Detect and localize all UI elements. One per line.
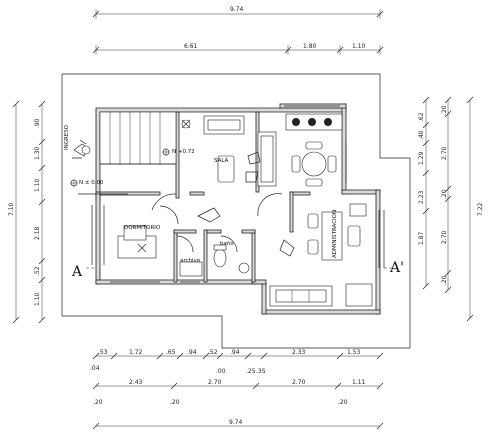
dim-bottom-5: .52 — [208, 349, 218, 356]
office-furniture — [279, 203, 367, 261]
dim-bottom2-1: 2.43 — [129, 379, 143, 386]
bottom-dimension-chain: .53 1.72 .65 .94 .52 .94 2.33 1.53 .04 .… — [90, 349, 384, 430]
dim-note-4: .35 — [256, 368, 266, 375]
dim-bottom2-2: 2.70 — [208, 379, 222, 386]
dim-left-3: 1.10 — [34, 178, 41, 192]
dim-right-5: 1.87 — [418, 231, 425, 245]
lounge-sofa — [269, 283, 373, 307]
dim-left-1: .90 — [34, 118, 41, 128]
label-dormitorio: DORMITORIO — [124, 225, 161, 231]
label-bano: baño — [220, 241, 234, 247]
dim-left-5: .52 — [34, 266, 41, 276]
dim-bottom3-1: .20 — [93, 399, 103, 406]
dim-note-2: .00 — [216, 368, 226, 375]
dim-bottom2-3: 2.70 — [292, 379, 306, 386]
dim-bottom-3: .65 — [166, 349, 176, 356]
entry-plants — [72, 139, 91, 159]
dim-bottom-2: 1.72 — [129, 349, 143, 356]
dim-bottom-total: 9.74 — [229, 419, 243, 426]
dim-note-3: .25 — [246, 368, 256, 375]
left-dimension-chain: 7.10 .90 1.30 1.10 2.18 .52 1.10 — [8, 100, 46, 324]
archive-room — [176, 235, 203, 277]
dim-bottom-4: .94 — [187, 349, 197, 356]
section-mark-left: A — [71, 264, 83, 280]
dim-bottom-1: .53 — [98, 349, 108, 356]
label-administracion: ADMINISTRACION — [332, 210, 338, 258]
label-entry: INGRESO — [64, 124, 70, 150]
label-archivo: archivo — [180, 258, 201, 264]
dim-bottom-8: 1.53 — [347, 349, 361, 356]
dim-right-mid-4: 2.70 — [441, 230, 448, 244]
bedroom-furniture — [117, 205, 179, 259]
dim-right-mid-5: .20 — [441, 275, 448, 285]
door-swings — [151, 193, 283, 223]
dim-top-2: 1.80 — [303, 43, 317, 50]
living-room-furniture — [181, 115, 277, 187]
dim-right-mid-2: 2.70 — [441, 146, 448, 160]
dim-top-3: 1.10 — [352, 43, 366, 50]
dim-bottom3-2: .20 — [170, 399, 180, 406]
dim-right-2: .40 — [418, 130, 425, 140]
label-sala: SALA — [214, 158, 229, 164]
dim-bottom3-3: .20 — [338, 399, 348, 406]
dim-right-1: .62 — [418, 112, 425, 122]
dim-note-1: .04 — [90, 365, 100, 372]
top-dimension-chain: 9.74 6.61 1.80 1.10 — [92, 6, 384, 55]
dim-left-4: 2.18 — [34, 226, 41, 240]
level-lower: N ± 0.00 — [79, 180, 104, 186]
dim-left-total: 7.10 — [8, 202, 15, 216]
lot-boundary — [61, 73, 411, 349]
level-marks: N +0.72 N ± 0.00 — [70, 148, 195, 195]
dim-right-mid-3: .20 — [441, 189, 448, 199]
dim-right-4: 2.23 — [418, 190, 425, 204]
section-mark-right: A' — [389, 260, 404, 276]
windows — [91, 105, 385, 283]
dim-bottom2-4: 1.11 — [352, 379, 366, 386]
dim-right-total: 7.22 — [477, 202, 484, 216]
dim-left-2: 1.30 — [34, 146, 41, 160]
dining-set — [285, 113, 343, 187]
stair — [99, 111, 177, 165]
dim-bottom-7: 2.33 — [292, 349, 306, 356]
right-dimension-chain: .62 .40 1.29 2.23 1.87 .20 2.70 .20 2.70… — [418, 96, 484, 322]
dim-top-total: 9.74 — [230, 6, 244, 13]
dim-left-6: 1.10 — [34, 292, 41, 306]
dim-bottom-6: .94 — [230, 349, 240, 356]
dim-right-3: 1.29 — [418, 151, 425, 165]
dim-top-1: 6.61 — [184, 43, 198, 50]
bathroom-fixtures — [213, 235, 250, 274]
dim-right-mid-1: .20 — [441, 105, 448, 115]
level-upper: N +0.72 — [172, 149, 195, 155]
